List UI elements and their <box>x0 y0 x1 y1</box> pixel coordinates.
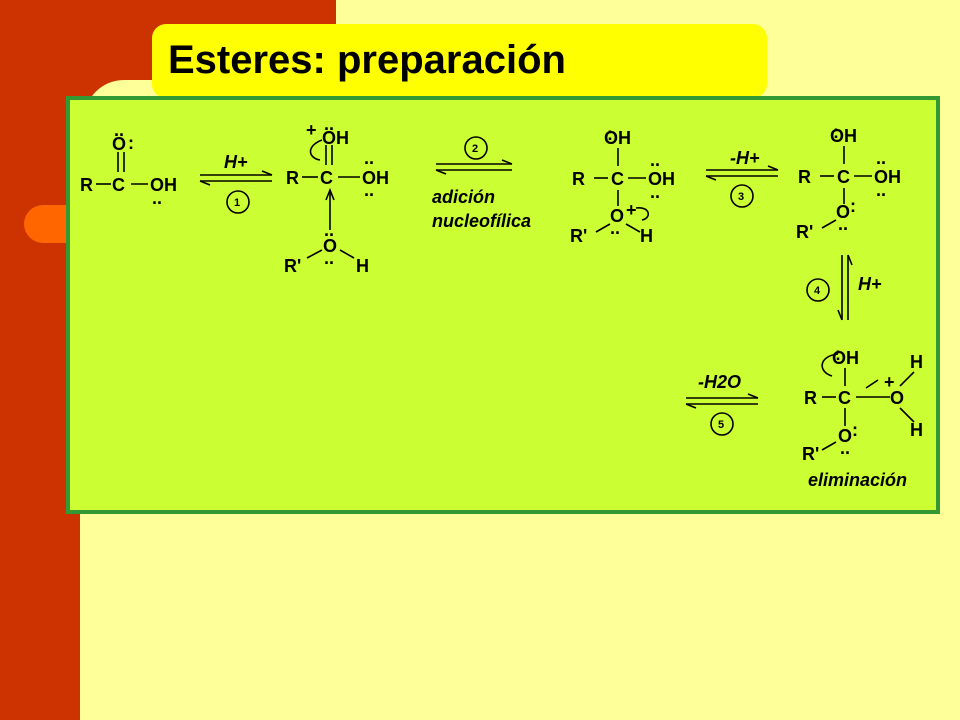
step5-number: 5 <box>718 419 724 431</box>
lone-pair: : <box>852 420 858 440</box>
lone-pair: : <box>835 344 841 364</box>
atom-c: C <box>112 175 125 195</box>
atom-o: O <box>112 134 126 154</box>
reaction-panel <box>66 96 940 514</box>
atom-oh: OH <box>832 348 859 368</box>
atom-r: R <box>286 168 299 188</box>
atom-h: H <box>910 352 923 372</box>
lone-pair: .. <box>650 182 660 202</box>
atom-oh: OH <box>362 168 389 188</box>
lone-pair: .. <box>152 188 162 208</box>
lone-pair: .. <box>364 180 374 200</box>
lone-pair: : <box>607 124 613 144</box>
atom-oh: OH <box>322 128 349 148</box>
step2-number: 2 <box>472 143 478 155</box>
lone-pair: .. <box>324 220 334 240</box>
atom-h: H <box>910 420 923 440</box>
atom-r-prime: R' <box>802 444 819 464</box>
lone-pair: .. <box>114 120 124 140</box>
atom-oh: OH <box>874 167 901 187</box>
atom-r: R <box>798 167 811 187</box>
lone-pair: .. <box>840 438 850 458</box>
lone-pair: .. <box>324 114 334 134</box>
atom-r: R <box>572 169 585 189</box>
atom-o: O <box>838 426 852 446</box>
lone-pair: : <box>850 196 856 216</box>
lone-pair: .. <box>650 150 660 170</box>
step1-number: 1 <box>234 197 240 209</box>
lone-pair: .. <box>838 214 848 234</box>
step2-label-line2: nucleofílica <box>432 211 531 231</box>
atom-r-prime: R' <box>570 226 587 246</box>
charge-plus: + <box>306 120 317 140</box>
page-title: Esteres: preparación <box>168 38 566 82</box>
atom-oh: OH <box>604 128 631 148</box>
atom-o: O <box>836 202 850 222</box>
atom-c: C <box>611 169 624 189</box>
atom-o: O <box>890 388 904 408</box>
atom-o: O <box>610 206 624 226</box>
atom-c: C <box>838 388 851 408</box>
atom-oh: OH <box>830 126 857 146</box>
atom-oh: OH <box>150 175 177 195</box>
lone-pair: .. <box>610 218 620 238</box>
atom-r: R <box>80 175 93 195</box>
title-box <box>152 24 767 98</box>
atom-c: C <box>320 168 333 188</box>
atom-r: R <box>804 388 817 408</box>
step4-number: 4 <box>814 285 821 297</box>
atom-o: O <box>323 236 337 256</box>
lone-pair: : <box>833 122 839 142</box>
elimination-label: eliminación <box>808 470 907 490</box>
atom-oh: OH <box>648 169 675 189</box>
step4-reagent: H+ <box>858 274 882 294</box>
charge-plus: + <box>884 372 895 392</box>
lone-pair: .. <box>364 148 374 168</box>
step3-number: 3 <box>738 191 744 203</box>
step3-reagent: -H+ <box>730 148 760 168</box>
step2-label-line1: adición <box>432 187 495 207</box>
step5-reagent: -H2O <box>698 372 741 392</box>
lone-pair: .. <box>876 148 886 168</box>
charge-plus: + <box>626 200 637 220</box>
lone-pair: .. <box>324 248 334 268</box>
atom-h: H <box>640 226 653 246</box>
step1-reagent: H+ <box>224 152 248 172</box>
atom-r-prime: R' <box>284 256 301 276</box>
atom-r-prime: R' <box>796 222 813 242</box>
atom-h: H <box>356 256 369 276</box>
lone-pair: .. <box>876 180 886 200</box>
lone-pair: : <box>128 133 134 153</box>
atom-c: C <box>837 167 850 187</box>
